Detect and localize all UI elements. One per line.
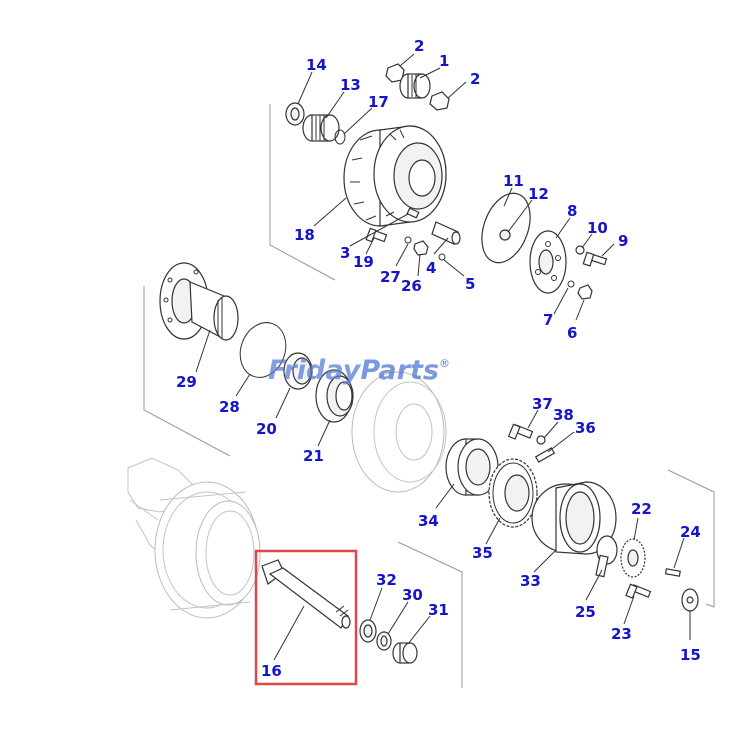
part-14-oil-seal [285, 102, 305, 126]
callout-20[interactable]: 20 [256, 420, 277, 438]
callout-23[interactable]: 23 [611, 625, 632, 643]
watermark-text-b: Parts [360, 355, 439, 386]
part-8-carrier-cover [529, 230, 567, 294]
part-28-o-ring [239, 322, 287, 378]
part-32-seal [359, 619, 377, 643]
part-6-plug [577, 284, 593, 300]
part-18-wheel-hub [343, 125, 447, 227]
callout-11[interactable]: 11 [503, 172, 524, 190]
callout-19[interactable]: 19 [353, 253, 374, 271]
part-1-bearing-upper [399, 73, 431, 99]
callout-27[interactable]: 27 [380, 268, 401, 286]
part-5-o-ring [438, 253, 446, 261]
part-3-bolt [406, 207, 420, 219]
callout-33[interactable]: 33 [520, 572, 541, 590]
part-24-shaft [664, 568, 681, 577]
callout-8[interactable]: 8 [567, 202, 577, 220]
callout-37[interactable]: 37 [532, 395, 553, 413]
callout-32[interactable]: 32 [376, 571, 397, 589]
part-31-bushing [392, 642, 418, 664]
part-30-ring [376, 631, 392, 651]
callout-labels: 14 13 17 2 1 2 18 3 19 27 26 4 5 11 12 8… [176, 37, 701, 680]
callout-38[interactable]: 38 [553, 406, 574, 424]
axle-housing-background [127, 457, 261, 619]
part-23-bolt [625, 583, 652, 599]
callout-3[interactable]: 3 [340, 244, 350, 262]
watermark-reg-mark: ® [439, 357, 450, 370]
callout-18[interactable]: 18 [294, 226, 315, 244]
callout-28[interactable]: 28 [219, 398, 240, 416]
callout-7[interactable]: 7 [543, 311, 553, 329]
callout-26[interactable]: 26 [401, 277, 422, 295]
part-33-ring-gear-outer [531, 481, 617, 555]
part-12-disc-center [499, 229, 511, 241]
callout-6[interactable]: 6 [567, 324, 577, 342]
part-38-washer [536, 435, 546, 445]
part-4-pin [431, 221, 461, 245]
highlight-box-part-16 [254, 549, 358, 686]
part-20-seal [283, 352, 313, 390]
part-9-bolt [582, 251, 608, 267]
callout-29[interactable]: 29 [176, 373, 197, 391]
hub-ghost-background [351, 371, 447, 493]
part-29-spindle [159, 262, 239, 342]
part-2-nut-right [429, 91, 450, 111]
callout-25[interactable]: 25 [575, 603, 596, 621]
part-36-pin [534, 447, 556, 463]
svg-text:FridayParts®: FridayParts® [268, 355, 450, 386]
callout-2-right[interactable]: 2 [470, 70, 480, 88]
callout-14[interactable]: 14 [306, 56, 327, 74]
part-27-o-ring [404, 236, 412, 244]
callout-22[interactable]: 22 [631, 500, 652, 518]
part-22-planet-gear [620, 538, 646, 578]
callout-17[interactable]: 17 [368, 93, 389, 111]
part-13-roller-bearing [302, 114, 340, 142]
part-21-bearing [315, 369, 354, 423]
leader-lines [195, 53, 691, 661]
part-11-thrust-washer [481, 192, 531, 264]
callout-5[interactable]: 5 [465, 275, 475, 293]
assembly-boundary-lines [143, 104, 715, 688]
callout-21[interactable]: 21 [303, 447, 324, 465]
callout-10[interactable]: 10 [587, 219, 608, 237]
part-35-ring-gear [488, 458, 538, 528]
part-19-bolt [365, 227, 388, 243]
callout-36[interactable]: 36 [575, 419, 596, 437]
callout-34[interactable]: 34 [418, 512, 439, 530]
callout-1[interactable]: 1 [439, 52, 449, 70]
callout-15[interactable]: 15 [680, 646, 701, 664]
callout-9[interactable]: 9 [618, 232, 628, 250]
callout-35[interactable]: 35 [472, 544, 493, 562]
watermark: FridayParts® [268, 355, 450, 386]
callout-12[interactable]: 12 [528, 185, 549, 203]
callout-31[interactable]: 31 [428, 601, 449, 619]
part-34-bearing [445, 438, 499, 496]
watermark-text-a: Friday [268, 355, 362, 386]
callout-24[interactable]: 24 [680, 523, 701, 541]
callout-2-upper[interactable]: 2 [414, 37, 424, 55]
part-17-snap-ring [334, 129, 346, 145]
callout-30[interactable]: 30 [402, 586, 423, 604]
callout-16[interactable]: 16 [261, 662, 282, 680]
part-37-bolt [507, 423, 534, 440]
part-15-thrust-washer [681, 588, 699, 612]
callout-13[interactable]: 13 [340, 76, 361, 94]
callout-4[interactable]: 4 [426, 259, 436, 277]
part-26-plug [413, 240, 429, 256]
part-16-axle-shaft [261, 559, 351, 629]
part-7-o-ring [567, 280, 575, 288]
part-25-carrier [595, 535, 618, 578]
